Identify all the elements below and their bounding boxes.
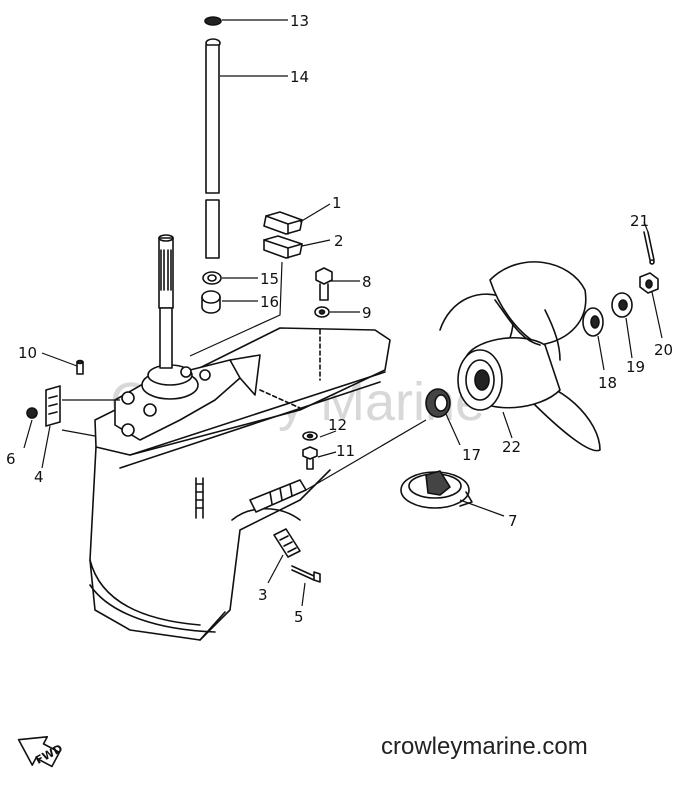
site-watermark: crowleymarine.com: [381, 733, 588, 760]
label-10: 10: [18, 344, 37, 362]
label-15: 15: [260, 270, 279, 288]
fwd-arrow: [17, 736, 61, 768]
washer-18: [582, 307, 604, 337]
washer-12: [302, 431, 318, 441]
label-2: 2: [334, 232, 344, 250]
anode-2: [263, 235, 303, 259]
label-8: 8: [362, 273, 372, 291]
part-labels: 13 14 1 2 15 16 8 9 10 12 11 6 4 3 5 7 1…: [6, 12, 673, 626]
label-22: 22: [502, 438, 521, 456]
label-7: 7: [508, 512, 518, 530]
washer-19: [611, 292, 633, 318]
label-6: 6: [6, 450, 16, 468]
label-13: 13: [290, 12, 309, 30]
nut-6: [26, 407, 38, 419]
thrust-washer-7: [400, 470, 473, 509]
bolt-8: [315, 267, 333, 301]
label-11: 11: [336, 442, 355, 460]
label-17: 17: [462, 446, 481, 464]
propeller-22: [439, 261, 601, 452]
label-5: 5: [294, 608, 304, 626]
trim-tab-3: [273, 528, 301, 558]
screw-10: [76, 359, 84, 375]
propeller-shaft: [249, 479, 307, 513]
label-14: 14: [290, 68, 309, 86]
leader-lines: [23, 19, 663, 607]
bolt-11: [302, 446, 318, 470]
label-4: 4: [34, 468, 44, 486]
anode-1: [263, 211, 303, 235]
seal-15: [202, 271, 222, 285]
anode-plate-4: [45, 385, 61, 427]
washer-9: [314, 306, 330, 318]
cotter-pin-21: [643, 231, 655, 265]
label-1: 1: [332, 194, 342, 212]
label-18: 18: [598, 374, 617, 392]
label-20: 20: [654, 341, 673, 359]
label-12: 12: [328, 416, 347, 434]
drive-shaft-14: [204, 16, 222, 259]
seal-16: [201, 290, 221, 314]
label-21: 21: [630, 212, 649, 230]
label-16: 16: [260, 293, 279, 311]
label-3: 3: [258, 586, 268, 604]
spacer-17: [425, 388, 451, 418]
bolt-5: [291, 565, 321, 583]
label-9: 9: [362, 304, 372, 322]
nut-20: [639, 272, 659, 294]
drive-shaft-stub: [158, 234, 174, 369]
water-pump-housing: [114, 354, 261, 441]
label-19: 19: [626, 358, 645, 376]
